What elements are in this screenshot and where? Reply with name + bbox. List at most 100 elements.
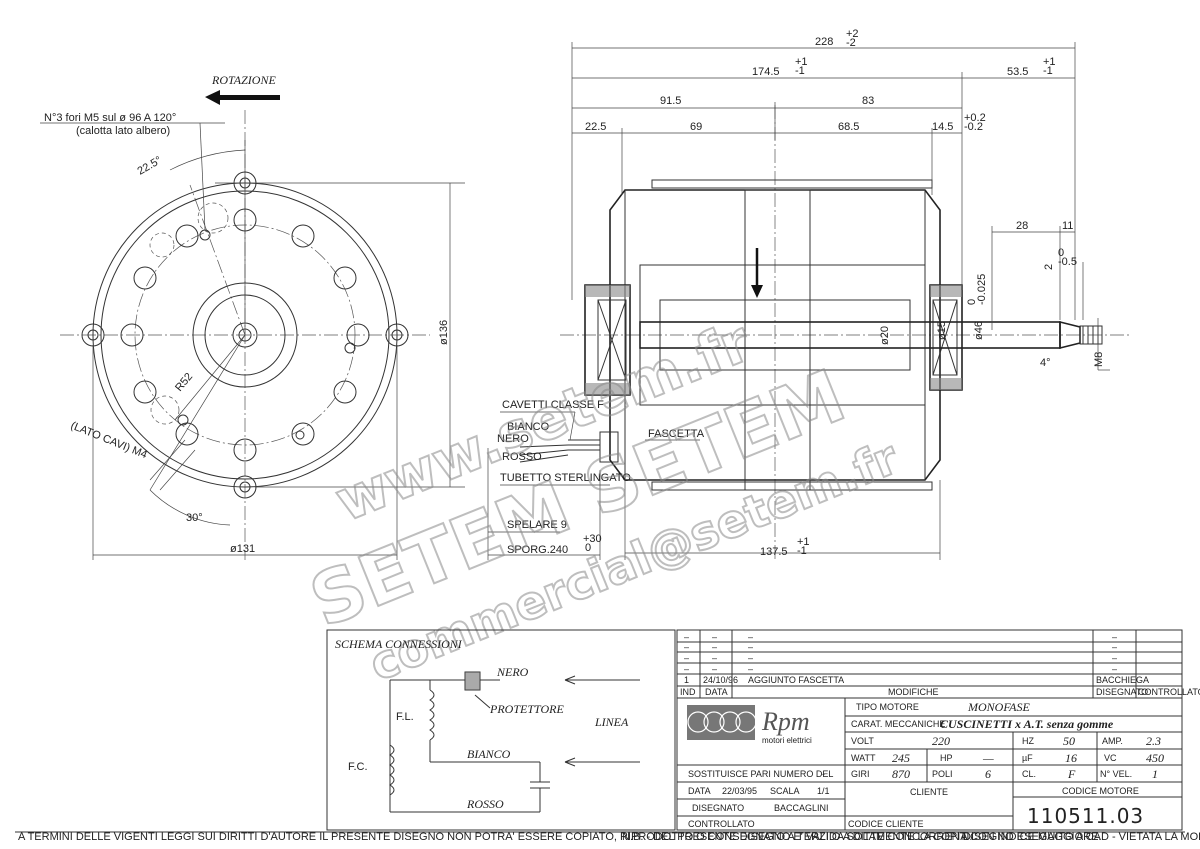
dim-83-tol-up: +0.2 (964, 112, 986, 124)
cliente-label: CLIENTE (910, 787, 948, 797)
rev-header-data: DATA (705, 687, 728, 697)
dim-11: 11 (1062, 220, 1073, 232)
cl-value: F (1067, 767, 1076, 781)
wire-bianco-label: BIANCO (507, 421, 550, 433)
logo-subtitle: motori elettrici (762, 736, 812, 745)
dia-46-tol-up: 0 (966, 299, 978, 305)
vel-value: 1 (1152, 767, 1158, 781)
sporg-tol-up: +30 (583, 533, 602, 545)
cables-label: CAVETTI CLASSE F (502, 399, 604, 411)
dim-53-tol-down: -1 (1043, 65, 1053, 77)
holes-note-sub: (calotta lato albero) (76, 125, 170, 137)
rev-row-1-by: – (1112, 632, 1117, 642)
sporg-tol-down: 0 (585, 542, 591, 554)
wire-nero-label: NERO (497, 433, 529, 445)
watt-value: 245 (892, 751, 910, 765)
dim-137: 137.5 (760, 546, 788, 558)
rpm-logo: Rpm motori elettrici (687, 705, 812, 745)
dim-83-tol-down: -0.2 (964, 121, 983, 133)
rev-row-4-date: – (712, 664, 717, 674)
disegnato-label: DISEGNATO (692, 803, 744, 813)
schema-nero: NERO (496, 665, 529, 679)
schema-title: SCHEMA CONNESSIONI (335, 637, 463, 651)
rev-row-2-by: – (1112, 642, 1117, 652)
hp-label: HP (940, 753, 953, 763)
dim-174-tol-up: +1 (795, 56, 808, 68)
poli-label: POLI (932, 769, 953, 779)
rev-row-2-date: – (712, 642, 717, 652)
dia-46-label: ø46 (973, 321, 985, 340)
schema-protettore: PROTETTORE (489, 702, 564, 716)
footer: A TERMINI DELLE VIGENTI LEGGI SUI DIRITT… (15, 831, 1200, 843)
volt-value: 220 (932, 734, 950, 748)
cl-label: CL. (1022, 769, 1036, 779)
dim-228-tol-down: -2 (846, 37, 856, 49)
dim-69: 69 (690, 121, 702, 133)
schema-bianco: BIANCO (467, 747, 511, 761)
uf-value: 16 (1065, 751, 1077, 765)
footer-copyright: A TERMINI DELLE VIGENTI LEGGI SUI DIRITT… (18, 831, 972, 843)
dia-20-label: ø20 (879, 326, 891, 345)
sporg-label: SPORG.240 (507, 544, 568, 556)
angle-4-label: 4° (1040, 357, 1051, 369)
dim-174: 174.5 (752, 66, 780, 78)
angle-22-label: 22.5° (136, 154, 164, 177)
dim-2-tol-down: -0.5 (1058, 256, 1077, 268)
spelare-label: SPELARE 9 (507, 519, 567, 531)
angle-30-label: 30° (186, 512, 203, 524)
rev-row-1-date: – (712, 632, 717, 642)
scala-value: 1/1 (817, 786, 830, 796)
hz-label: HZ (1022, 736, 1034, 746)
rev-row-4-desc: – (748, 664, 753, 674)
vc-label: VC (1104, 753, 1117, 763)
radius-r52-label: R52 (173, 371, 195, 394)
holes-note: N°3 fori M5 sul ø 96 A 120° (44, 112, 176, 124)
amp-label: AMP. (1102, 736, 1123, 746)
hz-value: 50 (1063, 734, 1075, 748)
disegnato-value: BACCAGLINI (774, 803, 829, 813)
rev-row-3-desc: – (748, 653, 753, 663)
dim-137-tol-up: +1 (797, 536, 810, 548)
rev-header-modifiche: MODIFICHE (888, 687, 939, 697)
watt-label: WATT (851, 753, 876, 763)
dim-91: 91.5 (660, 95, 681, 107)
dia-15-label: ø15 (936, 321, 948, 340)
rev-row-1-desc: – (748, 632, 753, 642)
footer-cad: DISEGNO ESEGUITO A CAD - VIETATA LA MODI… (963, 831, 1200, 843)
side-view (487, 42, 1130, 560)
rev-row-5-date: 24/10/96 (703, 675, 738, 685)
dim-68: 68.5 (838, 121, 859, 133)
rev-row-3-by: – (1112, 653, 1117, 663)
front-view (40, 90, 465, 560)
rev-row-1-n: – (684, 632, 689, 642)
rev-row-5-by: BACCHIEGA (1096, 675, 1149, 685)
cable-side-label: (LATO CAVI) M4 (69, 420, 149, 462)
giri-label: GIRI (851, 769, 870, 779)
amp-value: 2.3 (1146, 734, 1161, 748)
thread-m8-label: M8 (1093, 352, 1105, 367)
sostituisce-value: - (822, 769, 825, 779)
carat-label: CARAT. MECCANICHE (851, 719, 945, 729)
giri-value: 870 (892, 767, 910, 781)
codice-cliente-label: CODICE CLIENTE (848, 819, 924, 829)
rev-row-2-desc: – (748, 642, 753, 652)
dim-228: 228 (815, 36, 833, 48)
rev-row-3-date: – (712, 653, 717, 663)
rev-header-ind: IND (680, 687, 696, 697)
tipo-motore-label: TIPO MOTORE (856, 702, 919, 712)
footer-note: N.B. - DEL PRESENTE DISEGNO E' VALIDA SO… (622, 831, 1102, 843)
dia-136-label: ø136 (438, 320, 450, 345)
tipo-motore-value: MONOFASE (967, 700, 1030, 714)
rev-row-2-n: – (684, 642, 689, 652)
dim-28: 28 (1016, 220, 1028, 232)
vent-holes (120, 208, 370, 462)
hp-value: — (982, 751, 994, 765)
revision-table: – – – – – – – – – – – – – – – – 1 24/10/… (676, 629, 1200, 699)
volt-label: VOLT (851, 736, 874, 746)
rev-row-5-desc: AGGIUNTO FASCETTA (748, 675, 844, 685)
schema-linea: LINEA (594, 715, 629, 729)
connection-schema: SCHEMA CONNESSIONI NERO PROTETTORE F.L. … (326, 629, 676, 831)
scala-label: SCALA (770, 786, 800, 796)
dim-174-tol-down: -1 (795, 65, 805, 77)
dim-53: 53.5 (1007, 66, 1028, 78)
